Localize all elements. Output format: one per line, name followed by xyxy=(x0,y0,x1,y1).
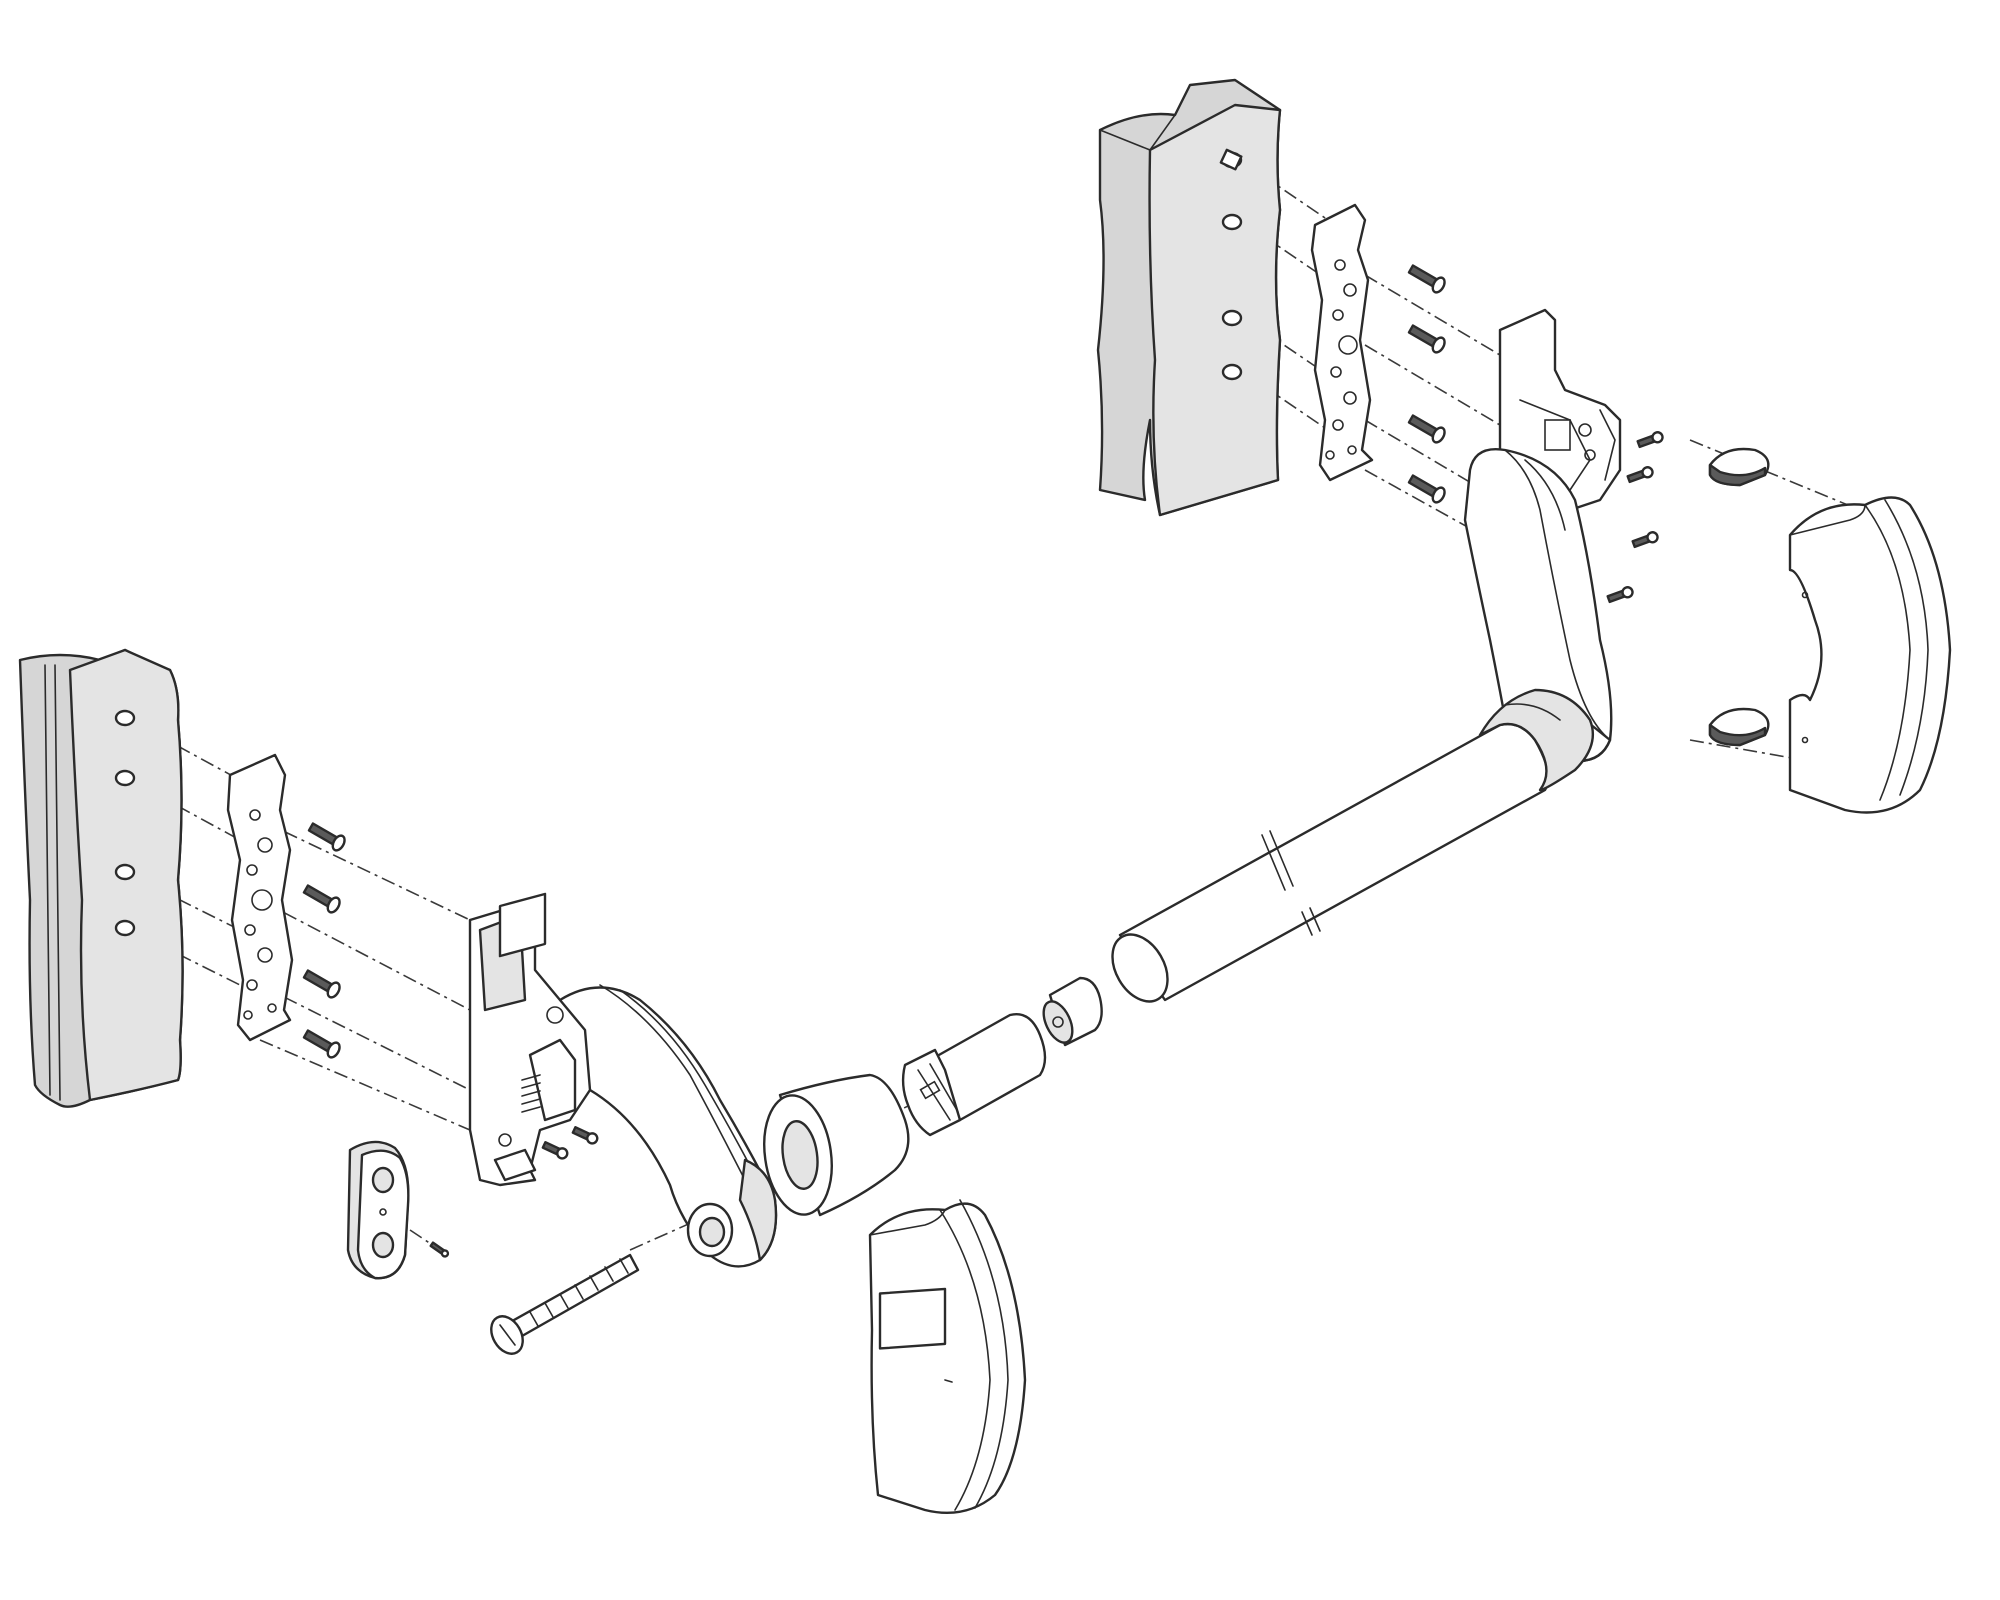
latch-mechanism-left-icon xyxy=(468,892,592,1187)
strike-block-icon xyxy=(346,1140,410,1280)
screws-left-plate xyxy=(302,822,346,1059)
tube-sleeve-right-icon xyxy=(1478,688,1595,792)
tube-insert-icon xyxy=(1042,976,1103,1047)
bolt-threads xyxy=(529,1258,629,1327)
spring-coils xyxy=(521,1074,541,1113)
door-frame-left-icon xyxy=(18,648,184,1108)
frame-pegs-right xyxy=(1219,148,1243,381)
end-cover-left-icon xyxy=(868,1199,1027,1514)
push-bar-tube-icon xyxy=(1111,722,1550,1003)
screws-right-mechanism xyxy=(1606,431,1664,604)
latch-mechanism-right-icon xyxy=(1498,308,1622,512)
tube-connector-icon xyxy=(901,1013,1047,1137)
screws-left-mechanism xyxy=(541,1126,599,1160)
end-cap-cone-icon xyxy=(763,1073,910,1217)
strike-block-screw-icon xyxy=(429,1241,450,1258)
long-bolt-icon xyxy=(490,1253,640,1355)
lever-arm-left-icon xyxy=(558,984,778,1268)
door-frame-right-icon xyxy=(1096,78,1282,517)
frame-pegs-left xyxy=(114,709,136,937)
screws-right-plate xyxy=(1407,264,1446,504)
end-cover-right-icon xyxy=(1788,496,1952,814)
cover-clip-bottom-icon xyxy=(1708,707,1770,747)
mounting-plate-left-icon xyxy=(226,753,294,1042)
mounting-plate-right-icon xyxy=(1310,203,1374,482)
cover-clip-top-icon xyxy=(1708,447,1770,487)
